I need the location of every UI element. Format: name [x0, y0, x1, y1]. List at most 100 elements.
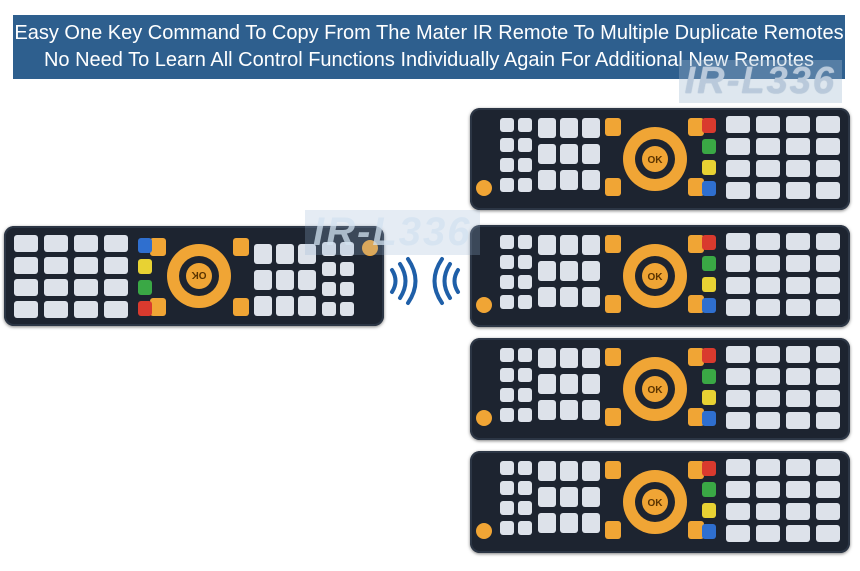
- number-key[interactable]: [816, 390, 840, 407]
- control-key[interactable]: [560, 287, 578, 307]
- function-key[interactable]: [340, 242, 354, 256]
- ok-button[interactable]: [642, 263, 668, 289]
- color-key[interactable]: [138, 280, 152, 295]
- number-key[interactable]: [74, 235, 98, 252]
- function-key[interactable]: [500, 368, 514, 382]
- color-key[interactable]: [702, 139, 716, 154]
- number-key[interactable]: [756, 459, 780, 476]
- control-key[interactable]: [582, 348, 600, 368]
- color-key[interactable]: [702, 503, 716, 518]
- number-key[interactable]: [74, 257, 98, 274]
- function-key[interactable]: [518, 295, 532, 309]
- number-key[interactable]: [786, 138, 810, 155]
- number-key[interactable]: [14, 279, 38, 296]
- control-key[interactable]: [560, 513, 578, 533]
- control-key[interactable]: [582, 287, 600, 307]
- ok-button[interactable]: [186, 263, 212, 289]
- menu-key[interactable]: [688, 178, 704, 196]
- control-key[interactable]: [538, 374, 556, 394]
- function-key[interactable]: [518, 501, 532, 515]
- number-key[interactable]: [14, 257, 38, 274]
- control-key[interactable]: [582, 170, 600, 190]
- control-key[interactable]: [560, 400, 578, 420]
- number-key[interactable]: [786, 277, 810, 294]
- function-key[interactable]: [322, 262, 336, 276]
- number-key[interactable]: [726, 116, 750, 133]
- number-key[interactable]: [104, 279, 128, 296]
- menu-key[interactable]: [688, 461, 704, 479]
- function-key[interactable]: [322, 302, 336, 316]
- power-button[interactable]: [476, 523, 492, 539]
- control-key[interactable]: [582, 487, 600, 507]
- function-key[interactable]: [518, 521, 532, 535]
- function-key[interactable]: [518, 118, 532, 132]
- number-key[interactable]: [726, 138, 750, 155]
- control-key[interactable]: [560, 461, 578, 481]
- number-key[interactable]: [756, 160, 780, 177]
- color-key[interactable]: [138, 259, 152, 274]
- function-key[interactable]: [500, 255, 514, 269]
- function-key[interactable]: [518, 368, 532, 382]
- function-key[interactable]: [518, 178, 532, 192]
- number-key[interactable]: [14, 235, 38, 252]
- control-key[interactable]: [254, 296, 272, 316]
- control-key[interactable]: [560, 170, 578, 190]
- function-key[interactable]: [322, 282, 336, 296]
- number-key[interactable]: [756, 525, 780, 542]
- color-key[interactable]: [702, 369, 716, 384]
- number-key[interactable]: [756, 299, 780, 316]
- function-key[interactable]: [518, 255, 532, 269]
- color-key[interactable]: [702, 461, 716, 476]
- control-key[interactable]: [298, 244, 316, 264]
- color-key[interactable]: [702, 277, 716, 292]
- control-key[interactable]: [538, 487, 556, 507]
- function-key[interactable]: [340, 302, 354, 316]
- menu-key[interactable]: [688, 408, 704, 426]
- function-key[interactable]: [518, 235, 532, 249]
- menu-key[interactable]: [150, 298, 166, 316]
- function-key[interactable]: [518, 461, 532, 475]
- control-key[interactable]: [538, 513, 556, 533]
- control-key[interactable]: [582, 513, 600, 533]
- menu-key[interactable]: [605, 461, 621, 479]
- number-key[interactable]: [816, 182, 840, 199]
- function-key[interactable]: [500, 295, 514, 309]
- function-key[interactable]: [518, 158, 532, 172]
- number-key[interactable]: [786, 299, 810, 316]
- number-key[interactable]: [74, 301, 98, 318]
- menu-key[interactable]: [605, 178, 621, 196]
- number-key[interactable]: [44, 235, 68, 252]
- number-key[interactable]: [756, 255, 780, 272]
- control-key[interactable]: [538, 118, 556, 138]
- control-key[interactable]: [538, 170, 556, 190]
- number-key[interactable]: [786, 481, 810, 498]
- number-key[interactable]: [756, 481, 780, 498]
- control-key[interactable]: [254, 244, 272, 264]
- menu-key[interactable]: [688, 295, 704, 313]
- control-key[interactable]: [582, 261, 600, 281]
- control-key[interactable]: [560, 374, 578, 394]
- number-key[interactable]: [816, 233, 840, 250]
- number-key[interactable]: [756, 346, 780, 363]
- control-key[interactable]: [582, 144, 600, 164]
- control-key[interactable]: [298, 270, 316, 290]
- number-key[interactable]: [816, 138, 840, 155]
- number-key[interactable]: [756, 182, 780, 199]
- number-key[interactable]: [786, 368, 810, 385]
- number-key[interactable]: [786, 503, 810, 520]
- control-key[interactable]: [560, 348, 578, 368]
- number-key[interactable]: [756, 116, 780, 133]
- control-key[interactable]: [276, 244, 294, 264]
- function-key[interactable]: [500, 501, 514, 515]
- menu-key[interactable]: [605, 295, 621, 313]
- function-key[interactable]: [500, 388, 514, 402]
- control-key[interactable]: [582, 400, 600, 420]
- number-key[interactable]: [756, 412, 780, 429]
- control-key[interactable]: [538, 400, 556, 420]
- function-key[interactable]: [500, 138, 514, 152]
- menu-key[interactable]: [233, 298, 249, 316]
- number-key[interactable]: [726, 368, 750, 385]
- number-key[interactable]: [756, 503, 780, 520]
- function-key[interactable]: [500, 275, 514, 289]
- power-button[interactable]: [476, 410, 492, 426]
